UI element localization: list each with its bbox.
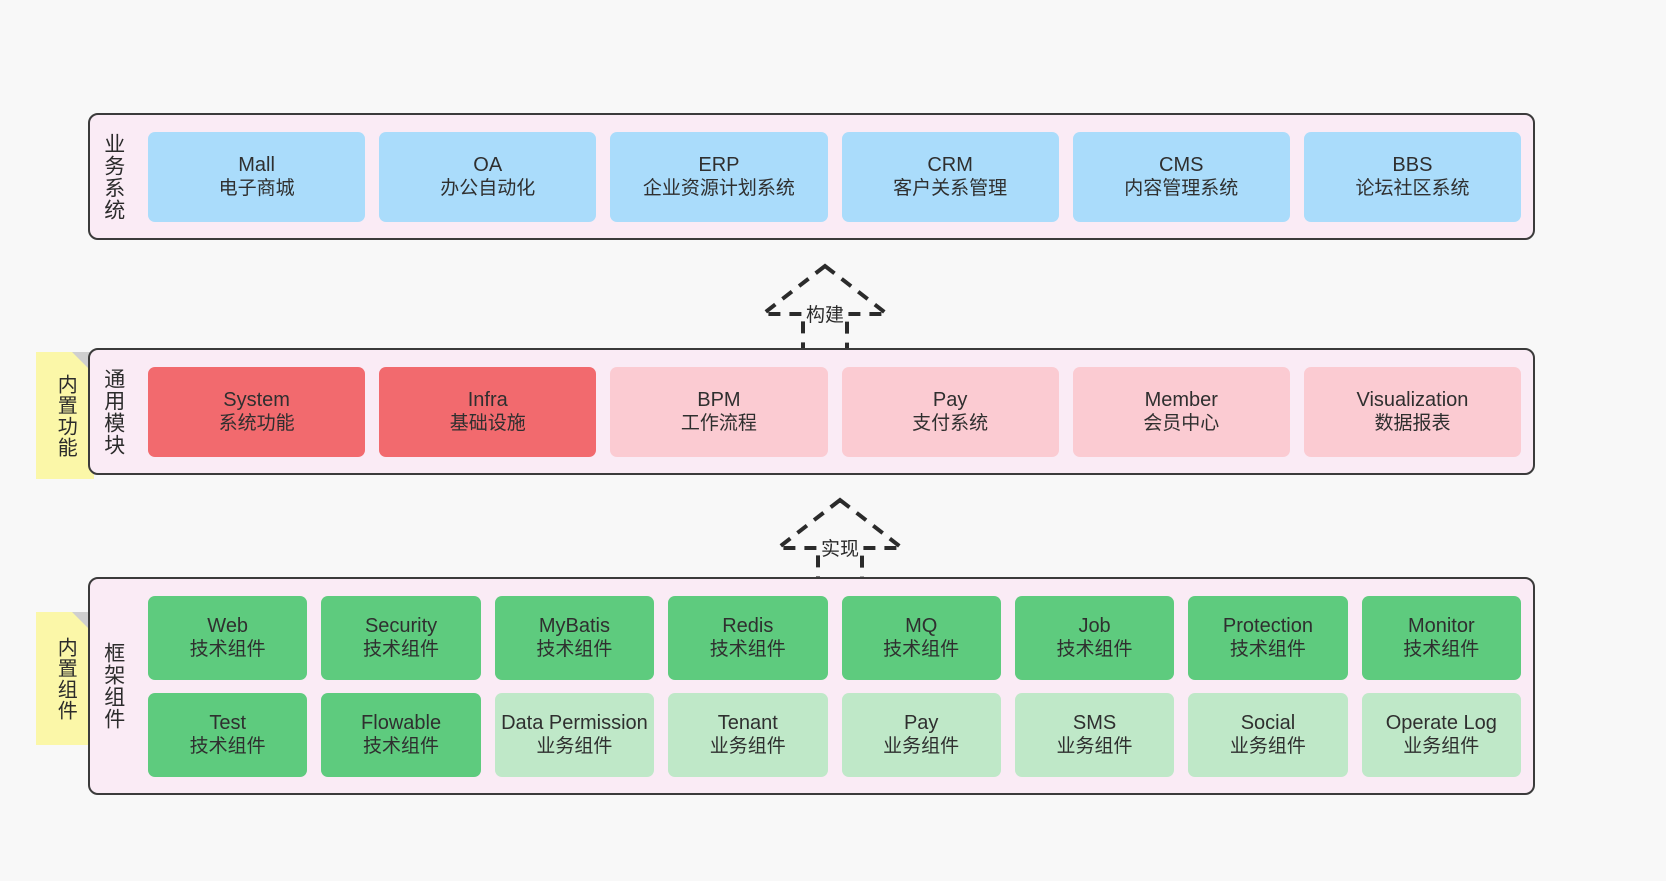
arrow-implement-shape — [772, 497, 908, 594]
box-member-name: Member — [1144, 388, 1218, 411]
box-web-desc: 技术组件 — [189, 639, 266, 661]
box-cms-name: CMS — [1159, 153, 1204, 176]
box-bpm[interactable]: BPM 工作流程 — [610, 366, 828, 457]
box-mq[interactable]: MQ 技术组件 — [841, 595, 1001, 680]
box-security[interactable]: Security 技术组件 — [321, 595, 481, 680]
box-bpm-name: BPM — [697, 388, 741, 411]
arrow-build-shape — [757, 263, 893, 360]
box-mybatis-name: MyBatis — [538, 614, 610, 637]
box-protection-desc: 技术组件 — [1229, 639, 1306, 661]
framework-row-technical: Web 技术组件 Security 技术组件 MyBatis 技术组件 Redi… — [148, 595, 1521, 680]
box-member[interactable]: Member 会员中心 — [1072, 366, 1290, 457]
layer-framework-component: 框架组件 Web 技术组件 Security 技术组件 MyBatis 技术组件… — [88, 577, 1535, 795]
box-infra-name: Infra — [467, 388, 508, 411]
box-security-desc: 技术组件 — [363, 639, 440, 661]
box-visualization[interactable]: Visualization 数据报表 — [1303, 366, 1522, 457]
box-mybatis[interactable]: MyBatis 技术组件 — [494, 595, 655, 680]
box-infra-desc: 基础设施 — [449, 413, 526, 435]
box-mybatis-desc: 技术组件 — [536, 639, 613, 661]
box-operate-log-desc: 业务组件 — [1403, 736, 1480, 758]
box-redis-name: Redis — [722, 614, 774, 637]
box-mall-desc: 电子商城 — [218, 178, 295, 200]
box-tenant-desc: 业务组件 — [709, 736, 786, 758]
box-flowable-desc: 技术组件 — [363, 736, 440, 758]
box-crm-name: CRM — [927, 153, 973, 176]
box-pay-module-name: Pay — [932, 388, 968, 411]
box-erp[interactable]: ERP 企业资源计划系统 — [610, 131, 828, 222]
box-data-permission[interactable]: Data Permission 业务组件 — [494, 692, 655, 777]
box-bbs-name: BBS — [1392, 153, 1433, 176]
box-security-name: Security — [364, 614, 438, 637]
box-job[interactable]: Job 技术组件 — [1014, 595, 1175, 680]
box-flowable-name: Flowable — [361, 711, 442, 734]
box-web-name: Web — [207, 614, 249, 637]
box-protection-name: Protection — [1222, 614, 1313, 637]
layer-business-system: 业务系统 Mall 电子商城 OA 办公自动化 ERP 企业资源计划系统 CRM… — [88, 113, 1535, 240]
box-protection[interactable]: Protection 技术组件 — [1188, 595, 1348, 680]
box-test-name: Test — [209, 711, 247, 734]
box-sms-name: SMS — [1072, 711, 1117, 734]
box-mall-name: Mall — [238, 153, 275, 176]
box-system-name: System — [223, 388, 290, 411]
box-data-permission-desc: 业务组件 — [536, 736, 613, 758]
sticky-note-builtin-component: 内置组件 — [36, 612, 94, 745]
box-job-desc: 技术组件 — [1056, 639, 1133, 661]
layer-body-business-system: Mall 电子商城 OA 办公自动化 ERP 企业资源计划系统 CRM 客户关系… — [136, 115, 1533, 238]
box-cms-desc: 内容管理系统 — [1124, 178, 1239, 200]
box-oa[interactable]: OA 办公自动化 — [379, 131, 597, 222]
box-pay-component[interactable]: Pay 业务组件 — [841, 692, 1001, 777]
box-redis-desc: 技术组件 — [709, 639, 786, 661]
box-operate-log[interactable]: Operate Log 业务组件 — [1361, 692, 1521, 777]
box-operate-log-name: Operate Log — [1385, 711, 1497, 734]
box-bbs[interactable]: BBS 论坛社区系统 — [1303, 131, 1522, 222]
box-mall[interactable]: Mall 电子商城 — [148, 131, 366, 222]
box-pay-component-name: Pay — [903, 711, 939, 734]
box-erp-name: ERP — [698, 153, 740, 176]
box-flowable[interactable]: Flowable 技术组件 — [321, 692, 481, 777]
box-social[interactable]: Social 业务组件 — [1188, 692, 1348, 777]
box-monitor[interactable]: Monitor 技术组件 — [1361, 595, 1521, 680]
box-test-desc: 技术组件 — [189, 736, 266, 758]
box-crm[interactable]: CRM 客户关系管理 — [841, 131, 1059, 222]
box-bbs-desc: 论坛社区系统 — [1355, 178, 1470, 200]
box-system-desc: 系统功能 — [218, 413, 295, 435]
box-social-desc: 业务组件 — [1229, 736, 1306, 758]
box-pay-component-desc: 业务组件 — [883, 736, 960, 758]
sticky-note-builtin-function: 内置功能 — [36, 352, 94, 479]
box-data-permission-name: Data Permission — [501, 711, 648, 734]
box-member-desc: 会员中心 — [1143, 413, 1220, 435]
box-oa-name: OA — [473, 153, 503, 176]
box-monitor-desc: 技术组件 — [1403, 639, 1480, 661]
box-redis[interactable]: Redis 技术组件 — [668, 595, 828, 680]
box-infra[interactable]: Infra 基础设施 — [379, 366, 597, 457]
box-monitor-name: Monitor — [1407, 614, 1475, 637]
box-erp-desc: 企业资源计划系统 — [642, 178, 795, 200]
layer-common-module: 通用模块 System 系统功能 Infra 基础设施 BPM 工作流程 Pay… — [88, 348, 1535, 475]
box-pay-module[interactable]: Pay 支付系统 — [841, 366, 1059, 457]
layer-body-framework-component: Web 技术组件 Security 技术组件 MyBatis 技术组件 Redi… — [136, 579, 1533, 793]
box-test[interactable]: Test 技术组件 — [148, 692, 308, 777]
box-oa-desc: 办公自动化 — [440, 178, 536, 200]
box-sms[interactable]: SMS 业务组件 — [1014, 692, 1175, 777]
box-visualization-desc: 数据报表 — [1374, 413, 1451, 435]
box-tenant[interactable]: Tenant 业务组件 — [668, 692, 828, 777]
box-sms-desc: 业务组件 — [1056, 736, 1133, 758]
layer-title-framework-component: 框架组件 — [101, 642, 125, 730]
box-web[interactable]: Web 技术组件 — [148, 595, 308, 680]
layer-title-business-system: 业务系统 — [101, 132, 125, 221]
box-social-name: Social — [1240, 711, 1296, 734]
box-visualization-name: Visualization — [1356, 388, 1469, 411]
framework-row-business: Test 技术组件 Flowable 技术组件 Data Permission … — [148, 692, 1521, 777]
box-mq-name: MQ — [905, 614, 938, 637]
layer-body-common-module: System 系统功能 Infra 基础设施 BPM 工作流程 Pay 支付系统… — [136, 350, 1533, 473]
layer-title-common-module: 通用模块 — [101, 367, 125, 456]
box-bpm-desc: 工作流程 — [680, 413, 757, 435]
box-tenant-name: Tenant — [717, 711, 778, 734]
box-pay-module-desc: 支付系统 — [912, 413, 989, 435]
box-mq-desc: 技术组件 — [883, 639, 960, 661]
box-system[interactable]: System 系统功能 — [148, 366, 366, 457]
box-job-name: Job — [1078, 614, 1111, 637]
box-crm-desc: 客户关系管理 — [893, 178, 1008, 200]
box-cms[interactable]: CMS 内容管理系统 — [1072, 131, 1290, 222]
